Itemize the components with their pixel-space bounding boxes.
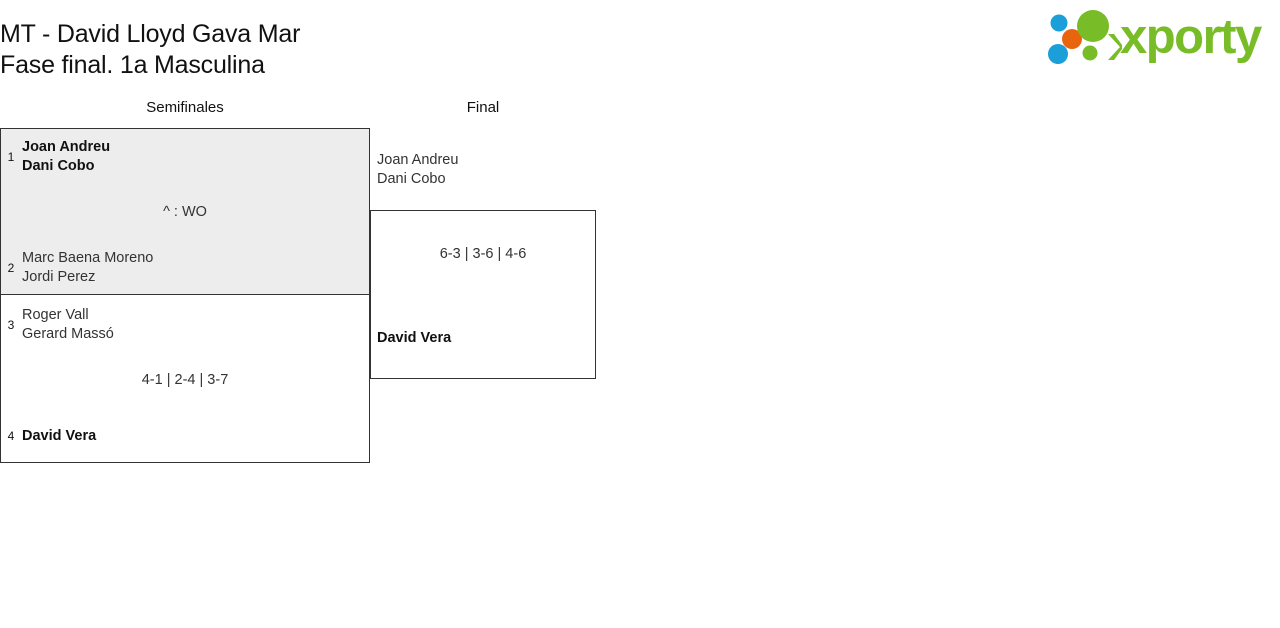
dot-green-small-icon: [1082, 45, 1098, 61]
xporty-logo: xporty: [1042, 6, 1274, 68]
competitor-names: Roger Vall Gerard Massó: [22, 307, 114, 342]
page-title: MT - David Lloyd Gava Mar Fase final. 1a…: [0, 19, 301, 79]
competitor-semifinal-1-bottom[interactable]: 2 Marc Baena Moreno Jordi Perez: [0, 249, 154, 287]
round-header-final: Final: [466, 99, 500, 116]
dot-blue-bottom-icon: [1048, 44, 1068, 64]
competitor-names: David Vera: [22, 428, 97, 444]
logo-dots-icon: [1048, 10, 1122, 64]
match-box-final[interactable]: [370, 210, 596, 379]
dot-green-large-icon: [1077, 10, 1109, 42]
score-semifinal-2: 4-1 | 2-4 | 3-7: [141, 372, 229, 388]
competitor-names: Marc Baena Moreno Jordi Perez: [22, 250, 154, 285]
score-semifinal-1: ^ : WO: [163, 204, 207, 220]
match-box-semifinal-2[interactable]: [0, 294, 370, 463]
seed-number: 1: [7, 150, 15, 164]
seed-number: 4: [7, 429, 15, 443]
seed-number: 3: [7, 318, 15, 332]
competitor-semifinal-2-bottom[interactable]: 4 David Vera: [0, 427, 97, 446]
dot-orange-middle-icon: [1062, 29, 1082, 49]
competitor-names: Joan Andreu Dani Cobo: [377, 152, 459, 187]
chevron-green-icon: [1108, 34, 1122, 60]
competitor-names: David Vera: [377, 330, 452, 346]
score-final: 6-3 | 3-6 | 4-6: [439, 246, 527, 262]
competitor-names: Joan Andreu Dani Cobo: [22, 139, 111, 174]
competitor-final-top[interactable]: Joan Andreu Dani Cobo: [370, 151, 458, 189]
match-box-semifinal-1[interactable]: [0, 128, 370, 295]
competitor-semifinal-1-top[interactable]: 1 Joan Andreu Dani Cobo: [0, 138, 110, 176]
competitor-semifinal-2-top[interactable]: 3 Roger Vall Gerard Massó: [0, 306, 114, 344]
seed-number: 2: [7, 261, 15, 275]
competitor-final-bottom[interactable]: David Vera: [370, 329, 451, 348]
round-header-semifinals: Semifinales: [146, 99, 224, 116]
dot-blue-top-icon: [1050, 14, 1068, 32]
logo-wordmark: xporty: [1120, 10, 1262, 64]
